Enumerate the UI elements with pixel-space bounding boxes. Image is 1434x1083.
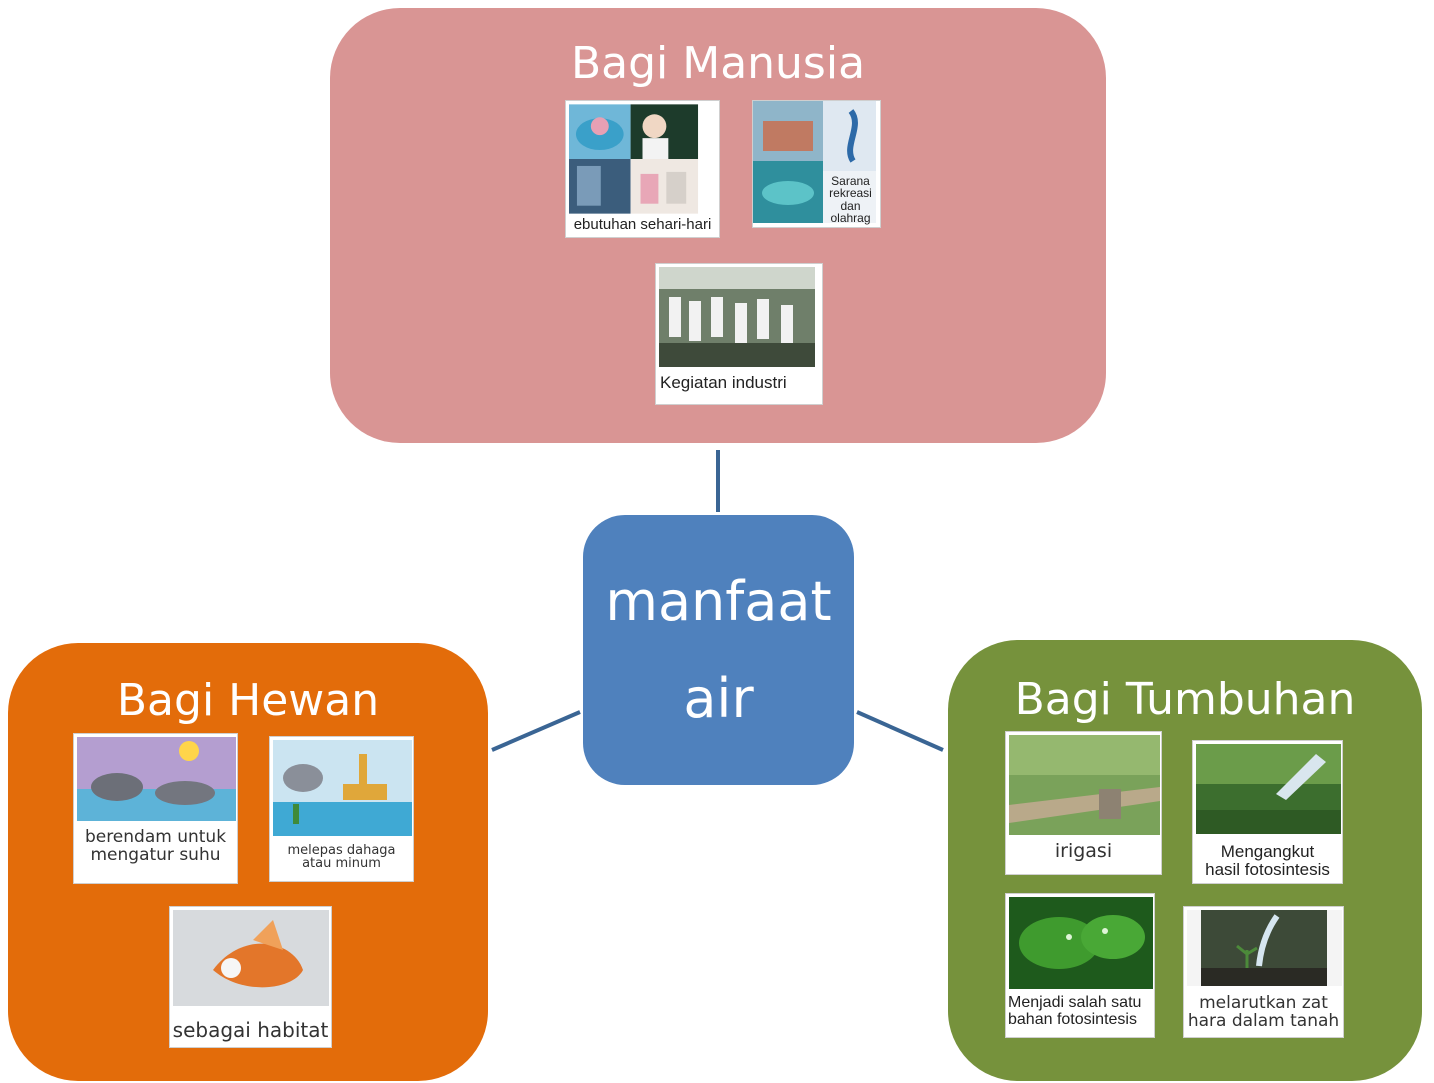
recreation-caption: Sarana rekreasi dan olahrag: [829, 173, 872, 226]
recreation-photo: [753, 101, 876, 223]
tumbuhan-image-irrigation: irigasi: [1005, 731, 1162, 875]
giraffe-illustration: [273, 740, 412, 836]
dissolve-caption-line2: hara dalam tanah: [1187, 1011, 1340, 1032]
daily-needs-photo: [569, 104, 718, 214]
goldfish-photo: [173, 910, 329, 1006]
hewan-title: Bagi Hewan: [116, 675, 380, 726]
manusia-image-recreation: Sarana rekreasi dan olahrag: [752, 100, 881, 228]
transport-caption-line1: Mengangkut: [1220, 842, 1315, 862]
tumbuhan-title: Bagi Tumbuhan: [1014, 674, 1356, 725]
dissolve-caption-line1: melarutkan zat: [1199, 993, 1328, 1014]
wallowing-caption-line2: mengatur suhu: [90, 845, 221, 866]
connector-to-hewan: [491, 710, 581, 752]
manusia-title: Bagi Manusia: [570, 38, 866, 89]
center-title-line1: manfaat: [605, 569, 832, 633]
hewan-image-drinking: melepas dahaga atau minum: [269, 736, 414, 882]
hewan-image-wallowing: berendam untuk mengatur suhu: [73, 733, 238, 884]
leaf-photo: [1009, 897, 1153, 989]
photosynthesis-caption-line2: bahan fotosintesis: [1008, 1011, 1137, 1029]
tumbuhan-image-dissolve: melarutkan zat hara dalam tanah: [1183, 906, 1344, 1038]
watering-photo: [1196, 744, 1341, 834]
tumbuhan-image-transport: Mengangkut hasil fotosintesis: [1192, 740, 1343, 884]
manusia-image-daily-needs: ebutuhan sehari-hari: [565, 100, 720, 238]
industry-photo: [659, 267, 815, 367]
irrigation-caption: irigasi: [1054, 840, 1113, 863]
manusia-image-industry: Kegiatan industri: [655, 263, 823, 405]
irrigation-photo: [1009, 735, 1160, 835]
wallowing-caption-line1: berendam untuk: [84, 827, 227, 848]
seedling-photo: [1187, 910, 1342, 986]
transport-caption-line2: hasil fotosintesis: [1205, 860, 1330, 880]
habitat-caption: sebagai habitat: [172, 1018, 329, 1042]
connector-to-tumbuhan: [856, 710, 944, 752]
hewan-image-habitat: sebagai habitat: [169, 906, 332, 1048]
photosynthesis-caption-line1: Menjadi salah satu: [1008, 994, 1142, 1012]
center-title-line2: air: [683, 667, 754, 730]
tumbuhan-image-photosynthesis: Menjadi salah satu bahan fotosintesis: [1005, 893, 1155, 1038]
industry-caption: Kegiatan industri: [660, 373, 787, 393]
daily-needs-caption: ebutuhan sehari-hari: [573, 216, 712, 234]
drinking-caption-line2: atau minum: [302, 856, 381, 872]
hippo-illustration: [77, 737, 236, 821]
center-box: manfaat air: [583, 515, 854, 785]
drinking-caption-line1: melepas dahaga: [287, 842, 396, 858]
